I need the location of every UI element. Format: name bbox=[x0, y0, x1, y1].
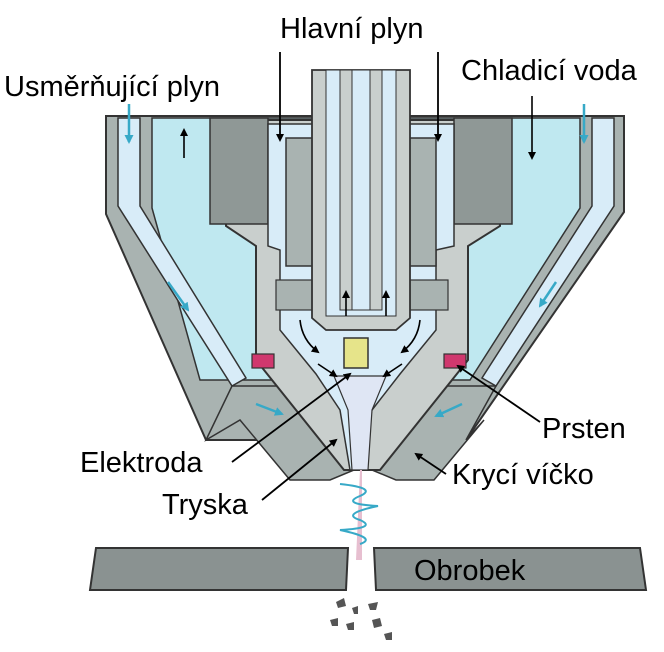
ring-left bbox=[251, 353, 275, 369]
label-shield-cap: Krycí víčko bbox=[452, 459, 594, 491]
swirl-gas-channel-left bbox=[117, 117, 248, 388]
gas-flow-arrows bbox=[180, 96, 536, 378]
flow-arrow-icon bbox=[255, 402, 284, 416]
nozzle-body bbox=[209, 69, 513, 471]
label-main-gas: Hlavní plyn bbox=[280, 13, 423, 45]
flow-arrows bbox=[124, 104, 589, 418]
label-nozzle: Tryska bbox=[162, 489, 249, 521]
label-workpiece: Obrobek bbox=[414, 555, 526, 587]
flow-arrow-icon bbox=[538, 281, 558, 308]
label-swirl-gas: Usměrňující plyn bbox=[4, 71, 220, 103]
block-right bbox=[453, 117, 513, 225]
label-electrode: Elektroda bbox=[80, 447, 203, 479]
label-pointers bbox=[231, 52, 541, 501]
workpiece bbox=[88, 547, 648, 640]
label-ring: Prsten bbox=[542, 413, 626, 445]
ring-right bbox=[443, 353, 467, 369]
block-left bbox=[209, 117, 269, 225]
flow-arrow-icon bbox=[434, 402, 463, 418]
label-cooling-water: Chladicí voda bbox=[461, 55, 638, 87]
flow-arrow-icon bbox=[166, 281, 190, 312]
electrode-tip bbox=[343, 337, 369, 369]
plasma-spiral-icon bbox=[339, 470, 379, 560]
